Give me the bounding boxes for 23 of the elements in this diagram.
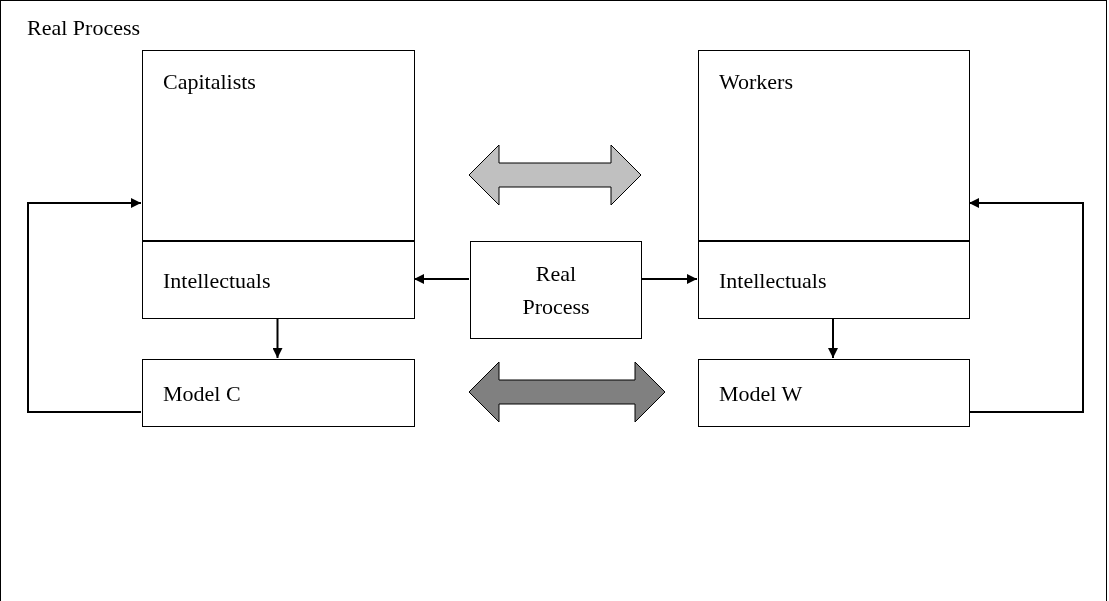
arrow (828, 317, 838, 359)
box-label: Real Process (521, 260, 591, 321)
arrow (968, 198, 1084, 413)
process-box (470, 241, 642, 339)
process-box (142, 241, 415, 319)
arrow (27, 198, 142, 413)
box-label: Model W (719, 379, 803, 408)
arrow (640, 274, 698, 284)
frame-title: Real Process (27, 15, 141, 41)
arrow (272, 317, 283, 359)
process-box (698, 241, 970, 319)
box-label: Intellectuals (163, 266, 271, 295)
process-box (142, 359, 415, 427)
box-label: Capitalists (163, 68, 256, 96)
process-box (698, 359, 970, 427)
box-label: Workers (719, 68, 793, 96)
process-box (142, 50, 415, 241)
box-label: Intellectuals (719, 266, 827, 295)
double-block-arrow (468, 361, 666, 423)
double-block-arrow (468, 144, 642, 206)
box-label: Model C (163, 379, 241, 408)
process-box (698, 50, 970, 241)
arrow (413, 274, 470, 284)
